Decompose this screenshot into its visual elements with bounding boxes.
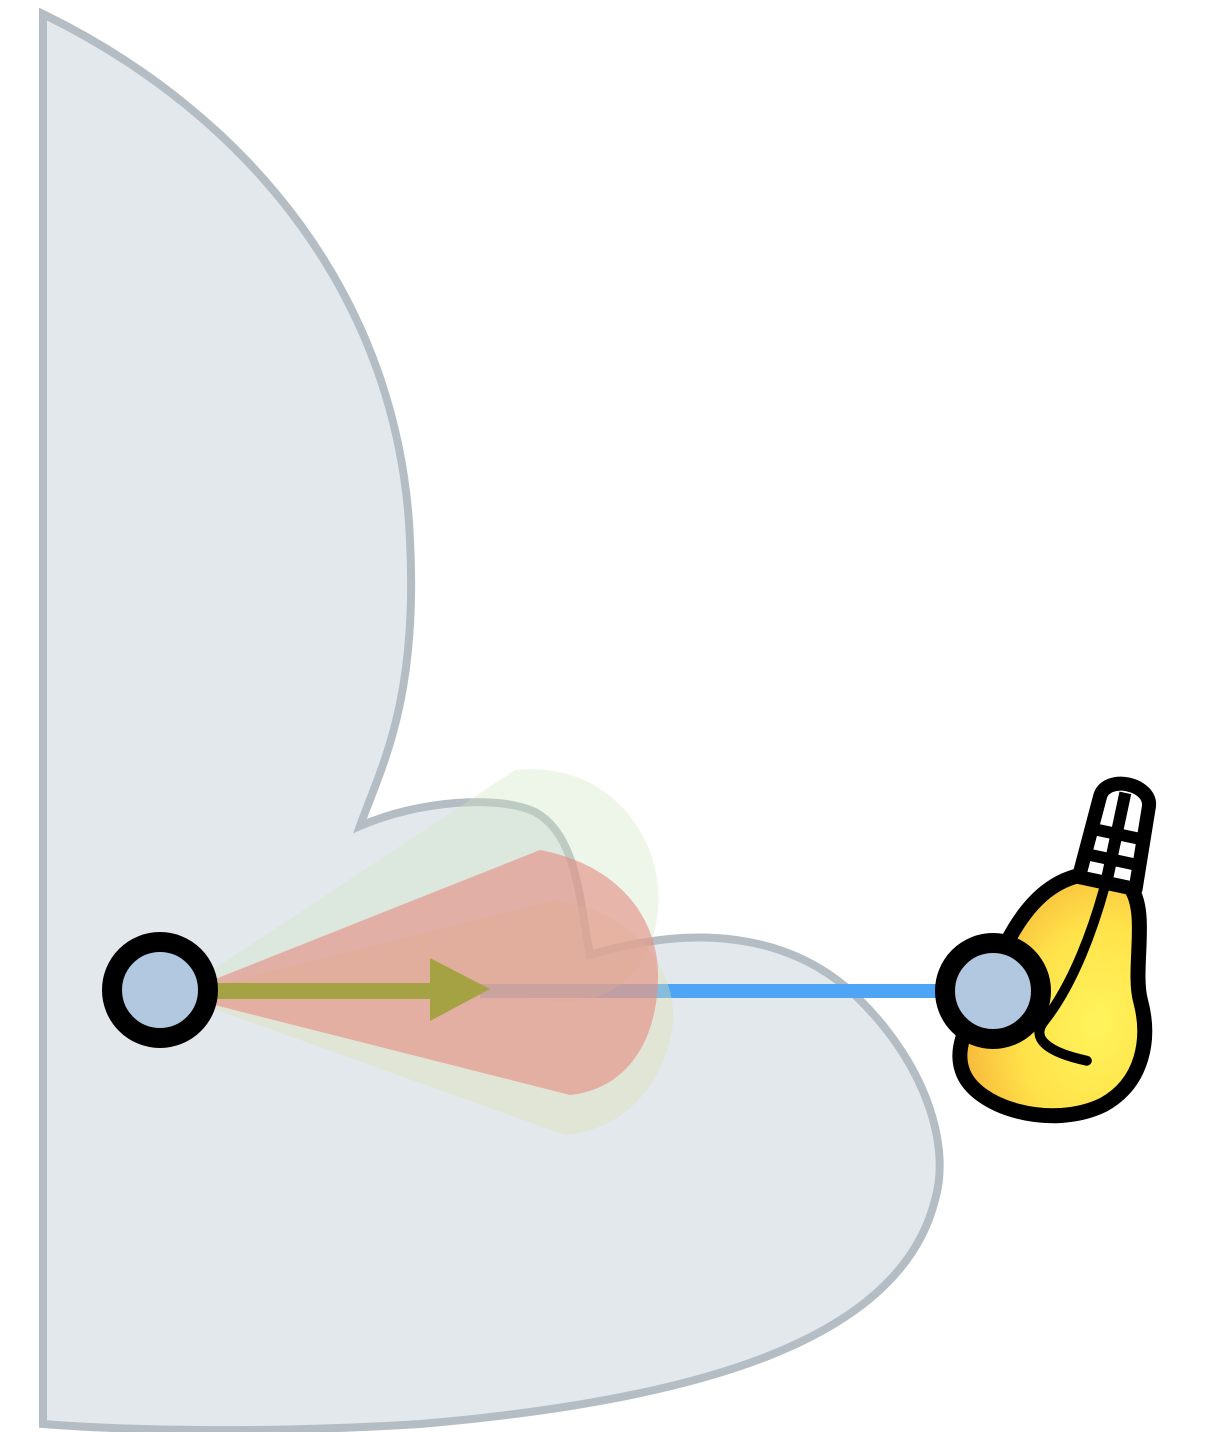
- source-node[interactable]: [112, 942, 208, 1038]
- occluder-region: [43, 14, 940, 1430]
- target-node[interactable]: [945, 943, 1041, 1039]
